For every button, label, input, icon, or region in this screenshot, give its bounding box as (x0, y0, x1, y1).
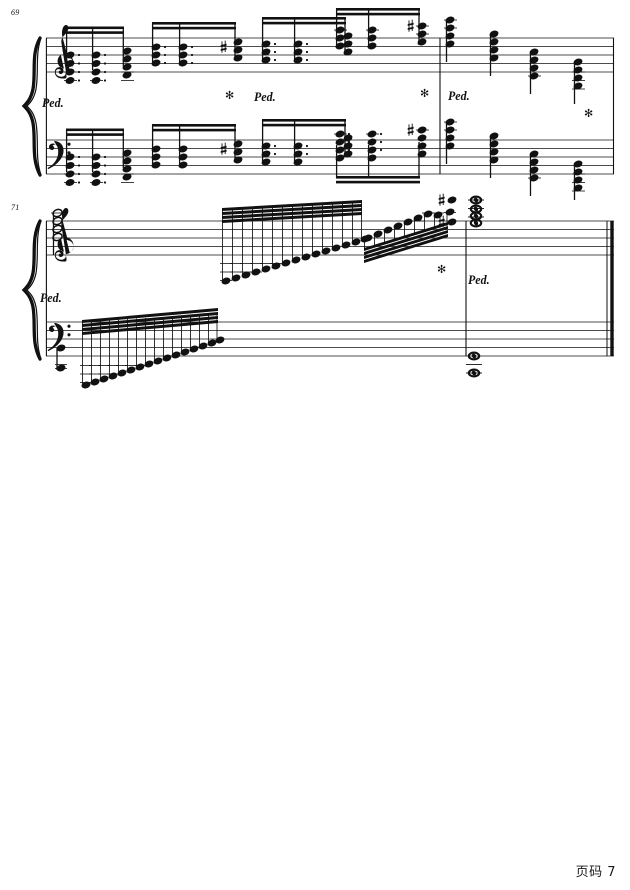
pedal-release-icon: ✻ (225, 89, 235, 102)
treble-fast-run-1 (220, 200, 371, 286)
treble-beam-group-1 (64, 26, 134, 86)
bass-pickup-note (55, 343, 67, 373)
pedal-mark: Ped. (42, 95, 64, 110)
treble-chord-m70-2 (488, 29, 500, 76)
system-2-brace-inner (26, 220, 42, 360)
treble-beam-group-3 (260, 17, 354, 65)
bass-chord-m70-4 (572, 159, 585, 200)
bass-final-notes (466, 351, 482, 378)
pedal-mark: Ped. (448, 88, 470, 103)
pedal-mark: Ped. (254, 89, 276, 104)
pedal-mark: Ped. (468, 272, 490, 287)
pedal-mark: Ped. (40, 290, 62, 305)
system-2-bass-staff (46, 321, 614, 357)
system-1-brace-inner (26, 37, 42, 176)
treble-chord-m70-3 (528, 47, 541, 94)
bass-beam-group-4 (334, 123, 429, 184)
bass-clef (47, 140, 71, 170)
treble-fast-run-2 (362, 193, 458, 263)
treble-final-chord (468, 195, 484, 228)
system-2 (21, 193, 614, 390)
treble-cluster-chord (51, 207, 64, 255)
bass-clef (47, 322, 71, 352)
treble-chord-m70-4 (572, 57, 585, 104)
bass-beam-group-3 (260, 119, 354, 167)
pedal-release-icon: ✻ (584, 107, 594, 120)
system-2-brace (21, 219, 42, 361)
treble-clef (54, 24, 74, 79)
treble-chord-m70-1 (444, 15, 457, 62)
sharp-accidental (438, 193, 446, 207)
measure-number-71: 71 (11, 203, 20, 212)
measure-number-69: 69 (11, 8, 20, 17)
treble-clef (54, 207, 74, 262)
system-2-treble-staff (46, 220, 614, 256)
bass-chord-m70-3 (528, 149, 541, 196)
treble-beam-group-4 (334, 8, 429, 51)
system-1-treble-staff (46, 37, 614, 73)
system-1-bass-staff (46, 139, 614, 175)
bass-fast-run-1 (80, 308, 226, 390)
system-1-brace (21, 36, 42, 177)
bass-chord-m70-2 (488, 131, 500, 178)
pedal-release-icon: ✻ (437, 263, 447, 276)
pedal-release-icon: ✻ (420, 87, 430, 100)
treble-beam-group-2 (150, 22, 244, 68)
bass-beam-group-1 (64, 128, 134, 188)
bass-beam-group-2 (150, 124, 244, 170)
sharp-accidental (407, 19, 415, 33)
bass-chord-m70-1 (444, 117, 457, 164)
page-number-footer: 页码 7 (575, 865, 616, 880)
sharp-accidental (407, 123, 415, 137)
system-1 (21, 8, 615, 200)
